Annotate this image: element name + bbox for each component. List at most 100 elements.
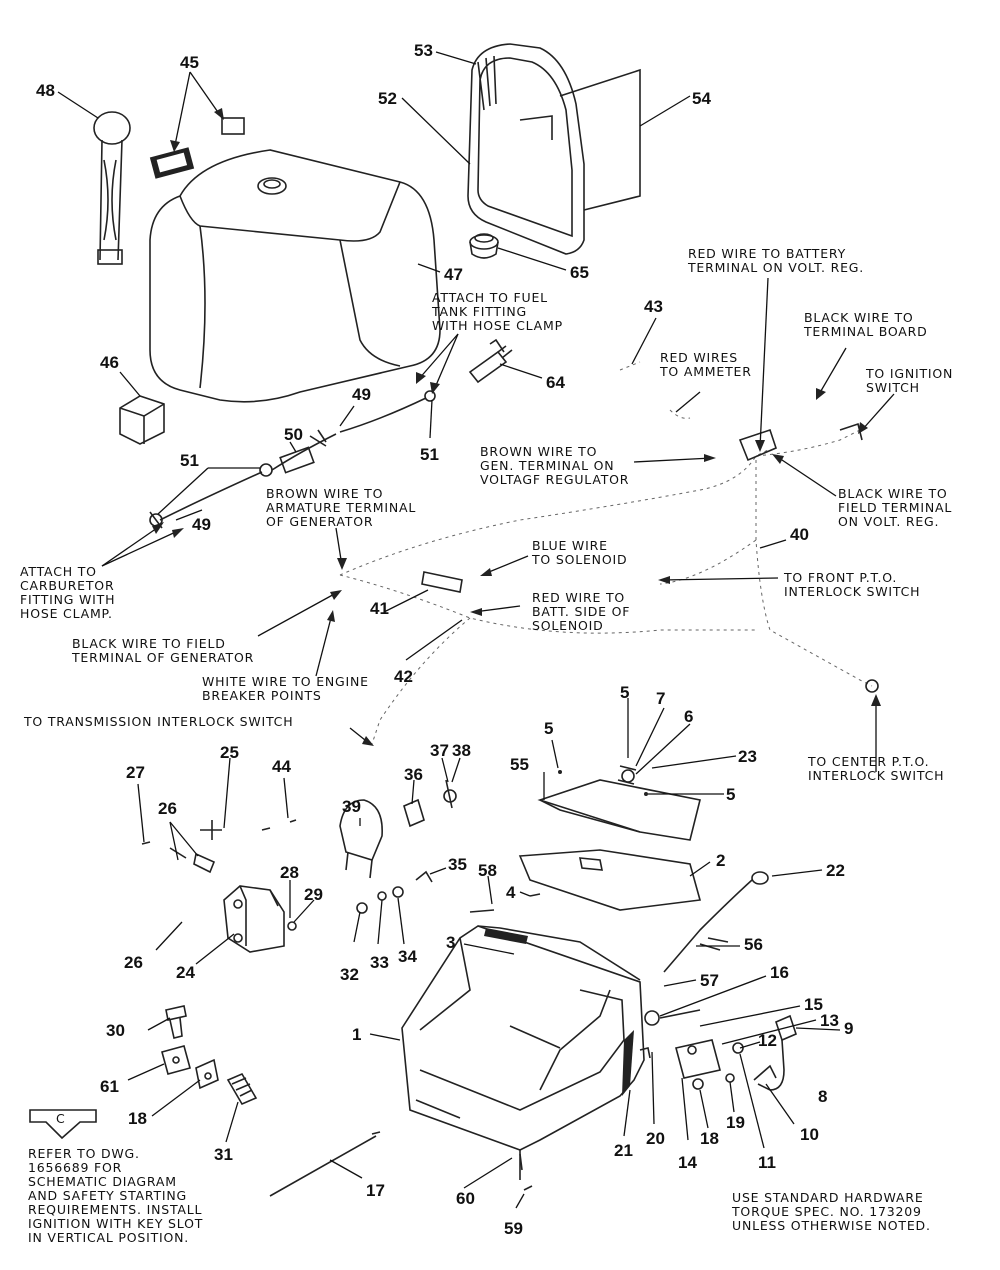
- note-line: REFER TO DWG.: [28, 1146, 140, 1161]
- callout-36: 36: [404, 765, 423, 784]
- callout-42: 42: [394, 667, 413, 686]
- note-line: CARBURETOR: [20, 578, 114, 593]
- note-line: TERMINAL ON VOLT. REG.: [687, 260, 864, 275]
- callout-8: 8: [818, 1087, 827, 1106]
- callout-26-bottom: 26: [124, 953, 143, 972]
- callout-32: 32: [340, 965, 359, 984]
- section-marker-letter: C: [56, 1111, 66, 1126]
- callout-5-top: 5: [620, 683, 629, 702]
- callout-24: 24: [176, 963, 195, 982]
- note-refer-dwg: REFER TO DWG. 1656689 FOR SCHEMATIC DIAG…: [28, 1146, 203, 1245]
- note-line: USE STANDARD HARDWARE: [732, 1190, 924, 1205]
- note-line: SCHEMATIC DIAGRAM: [28, 1174, 177, 1189]
- callout-60: 60: [456, 1189, 475, 1208]
- note-line: TO TRANSMISSION INTERLOCK SWITCH: [23, 714, 293, 729]
- note-line: RED WIRE TO BATTERY: [688, 246, 846, 261]
- note-line: TO AMMETER: [659, 364, 752, 379]
- callout-55: 55: [510, 755, 529, 774]
- note-line: TO FRONT P.T.O.: [783, 570, 897, 585]
- callout-11: 11: [758, 1153, 776, 1172]
- note-line: BROWN WIRE TO: [480, 444, 597, 459]
- callout-2: 2: [716, 851, 725, 870]
- section-marker: [29, 1109, 97, 1140]
- seat-part: [467, 43, 641, 255]
- note-front-pto: TO FRONT P.T.O. INTERLOCK SWITCH: [783, 570, 920, 599]
- callout-10: 10: [800, 1125, 819, 1144]
- leader-lines: [57, 51, 895, 1209]
- callout-38: 38: [452, 741, 471, 760]
- top-panel-part: [469, 849, 702, 913]
- note-attach-fuel-tank: ATTACH TO FUEL TANK FITTING WITH HOSE CL…: [431, 290, 562, 333]
- callout-12: 12: [758, 1031, 777, 1050]
- ignition-switch-part: [339, 779, 457, 914]
- callout-13: 13: [820, 1011, 839, 1030]
- callout-41: 41: [370, 599, 389, 618]
- callout-14: 14: [678, 1153, 697, 1172]
- filler-tube-part: [93, 111, 131, 265]
- note-line: ARMATURE TERMINAL: [266, 500, 416, 515]
- callout-57: 57: [700, 971, 719, 990]
- callout-39: 39: [342, 797, 361, 816]
- callout-44: 44: [272, 757, 291, 776]
- callout-21: 21: [614, 1141, 633, 1160]
- note-line: HOSE CLAMP.: [20, 606, 113, 621]
- note-line: TO CENTER P.T.O.: [807, 754, 929, 769]
- fitting-part: [468, 338, 513, 384]
- callout-19: 19: [726, 1113, 745, 1132]
- callout-34: 34: [398, 947, 417, 966]
- throttle-cable-part: [663, 871, 769, 973]
- note-line: INTERLOCK SWITCH: [784, 584, 920, 599]
- callout-54: 54: [692, 89, 711, 108]
- callout-26-top: 26: [158, 799, 177, 818]
- note-black-wire-field-volt: BLACK WIRE TO FIELD TERMINAL ON VOLT. RE…: [838, 486, 951, 529]
- note-line: IGNITION WITH KEY SLOT: [28, 1216, 203, 1231]
- ammeter-bracket-part: [141, 819, 297, 953]
- callout-1: 1: [352, 1025, 361, 1044]
- note-line: SWITCH: [866, 380, 920, 395]
- callout-45: 45: [180, 53, 199, 72]
- note-brown-wire-gen: BROWN WIRE TO GEN. TERMINAL ON VOLTAGF R…: [480, 444, 628, 487]
- note-line: RED WIRES: [660, 350, 738, 365]
- note-red-wires-ammeter: RED WIRES TO AMMETER: [659, 350, 752, 379]
- screw-part: [519, 1153, 533, 1191]
- grommet-part: [469, 233, 499, 259]
- note-attach-carburetor: ATTACH TO CARBURETOR FITTING WITH HOSE C…: [20, 564, 115, 621]
- callout-58: 58: [478, 861, 497, 880]
- callout-40: 40: [790, 525, 809, 544]
- note-line: BREAKER POINTS: [202, 688, 322, 703]
- callout-52: 52: [378, 89, 397, 108]
- callout-65: 65: [570, 263, 589, 282]
- callout-53: 53: [414, 41, 433, 60]
- callout-15: 15: [804, 995, 823, 1014]
- note-line: TANK FITTING: [431, 304, 527, 319]
- callout-59: 59: [504, 1219, 523, 1238]
- decal-part: [149, 117, 245, 179]
- note-red-wire-batt-side: RED WIRE TO BATT. SIDE OF SOLENOID: [532, 590, 629, 633]
- note-line: TERMINAL BOARD: [803, 324, 928, 339]
- note-line: UNLESS OTHERWISE NOTED.: [732, 1218, 931, 1233]
- callout-33: 33: [370, 953, 389, 972]
- note-line: ON VOLT. REG.: [838, 514, 939, 529]
- callout-numbers: 48 45 53 52 54 47 65 46 64 43 49 51 50 5…: [36, 41, 853, 1238]
- note-line: ATTACH TO FUEL: [432, 290, 548, 305]
- callout-49-bottom: 49: [192, 515, 211, 534]
- callout-22: 22: [826, 861, 845, 880]
- rod-part: [269, 1131, 381, 1197]
- callout-47: 47: [444, 265, 463, 284]
- note-line: BROWN WIRE TO: [266, 486, 383, 501]
- callout-6: 6: [684, 707, 693, 726]
- callout-37: 37: [430, 741, 449, 760]
- callout-5-right: 5: [726, 785, 735, 804]
- callout-7: 7: [656, 689, 665, 708]
- callout-51-left: 51: [180, 451, 199, 470]
- note-line: BLACK WIRE TO: [804, 310, 914, 325]
- callout-20: 20: [646, 1129, 665, 1148]
- note-line: REQUIREMENTS. INSTALL: [28, 1202, 202, 1217]
- note-line: GEN. TERMINAL ON: [480, 458, 614, 473]
- note-white-wire-engine: WHITE WIRE TO ENGINE BREAKER POINTS: [202, 674, 368, 703]
- callout-48: 48: [36, 81, 55, 100]
- note-line: ATTACH TO: [20, 564, 97, 579]
- note-line: BLUE WIRE: [532, 538, 608, 553]
- callout-18-right: 18: [700, 1129, 719, 1148]
